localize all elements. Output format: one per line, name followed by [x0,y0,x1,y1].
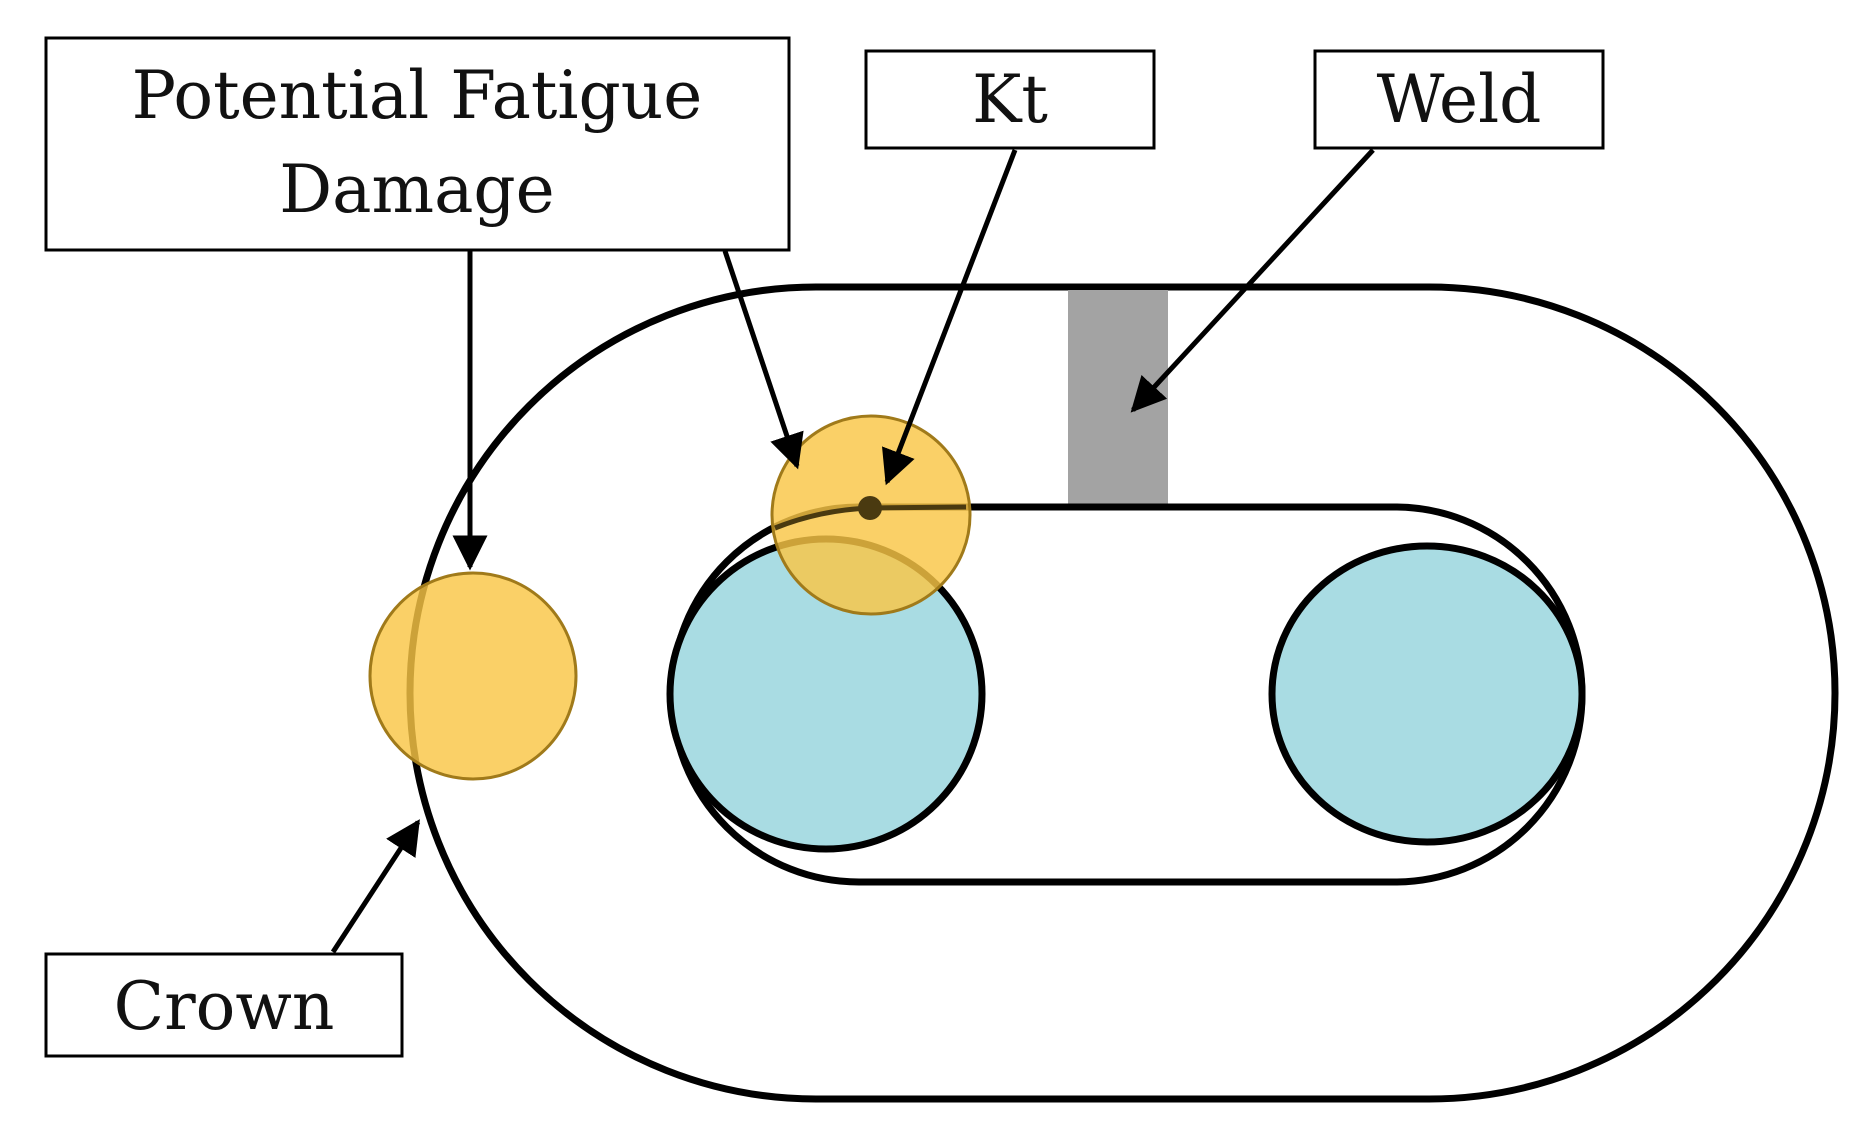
weld-region [1068,290,1168,504]
crown-damage-zone [368,571,578,781]
kt-contact-line-right [869,504,967,511]
crown-label-box [44,952,404,1058]
weld-label-box [1313,49,1605,150]
arrow-to-kt-damage-zone [722,250,804,470]
weld-label: Weld [1377,61,1542,138]
arrow-to-kt-point [882,149,1018,486]
arrow-to-crown [330,819,421,954]
right-link-cross-section [1268,542,1586,846]
potential-fatigue-damage-label-line2: Damage [279,151,555,228]
kt-label: Kt [972,61,1048,138]
crown-label: Crown [114,968,335,1045]
potential-fatigue-damage-label-box [44,36,791,252]
arrow-to-weld [1130,148,1375,413]
potential-fatigue-damage-label-line1: Potential Fatigue [132,57,703,134]
kt-label-box [864,49,1156,150]
dot-icon [858,496,882,520]
